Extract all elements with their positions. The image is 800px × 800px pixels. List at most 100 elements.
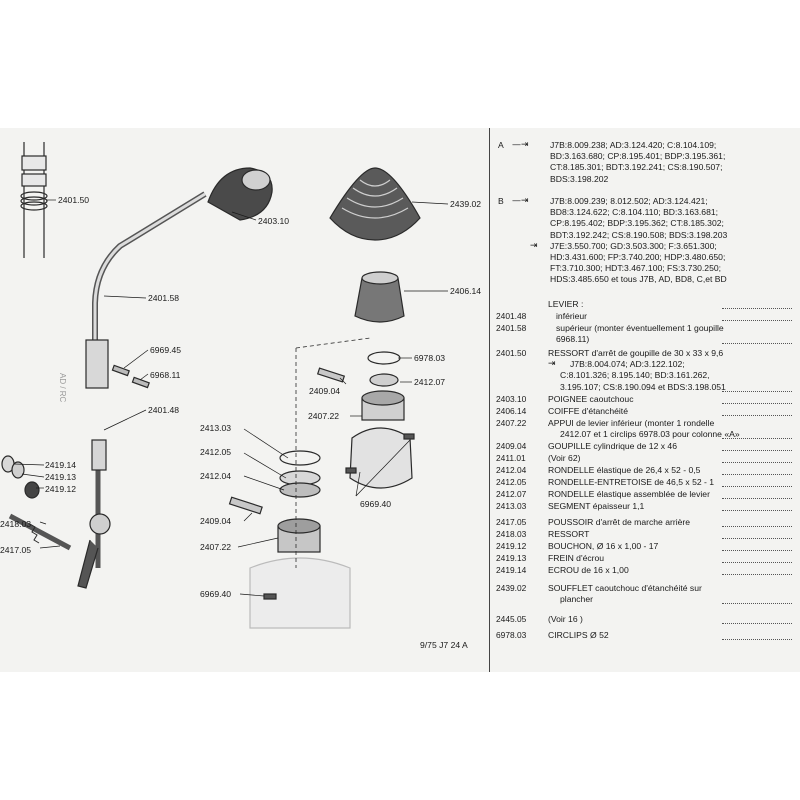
dotted-leader — [722, 415, 792, 416]
dotted-leader — [722, 438, 792, 440]
diagram-labels: 2401.50 2403.10 2401.58 6969.45 6968.11 … — [0, 195, 481, 650]
variant-line: J7B:8.009.238; AD:3.124.420; C:8.104.109… — [550, 140, 717, 150]
label-2406-14: 2406.14 — [450, 286, 481, 296]
part-number: 2412.04 — [496, 465, 527, 475]
part-description: RONDELLE élastique assemblée de levier — [548, 489, 710, 499]
pins-6969-45-6968-11 — [111, 364, 150, 389]
part-number: 2409.04 — [496, 441, 527, 451]
dotted-leader — [722, 574, 792, 575]
label-6969-40-right: 6969.40 — [360, 499, 391, 509]
washer-2412-07 — [369, 373, 399, 387]
part-number: 2419.12 — [496, 541, 527, 551]
part-number: 6978.03 — [496, 630, 527, 640]
dotted-leader — [722, 526, 792, 527]
label-6978-03: 6978.03 — [414, 353, 445, 363]
dotted-leader — [722, 623, 792, 624]
label-2412-04: 2412.04 — [200, 471, 231, 481]
part-number: 2403.10 — [496, 394, 527, 404]
part-description: J7B:8.004.074; AD:3.122.102; — [570, 359, 685, 370]
part-number: 2413.03 — [496, 501, 527, 511]
label-2412-05: 2412.05 — [200, 447, 231, 457]
label-2417-05: 2417.05 — [0, 545, 31, 555]
variant-line: BD8:3.124.622; C:8.104.110; BD:3.163.681… — [550, 207, 719, 218]
dotted-leader — [722, 498, 792, 499]
pin-2409-04-right — [316, 367, 346, 383]
part-description: supérieur (monter éventuellement 1 goupi… — [556, 323, 724, 333]
circlip-6978-03 — [367, 351, 401, 365]
label-2419-13: 2419.13 — [45, 472, 76, 482]
variant-line: CP:8.195.402; BDP:3.195.362; CT:8.185.30… — [550, 218, 724, 229]
part-description: CIRCLIPS Ø 52 — [548, 630, 609, 640]
part-number: 2401.58 — [496, 323, 527, 333]
part-description: POIGNEE caoutchouc — [548, 394, 634, 404]
washers-2412-05-2412-04 — [279, 470, 321, 498]
knob-2403-10 — [207, 167, 273, 221]
variant-line: BD:3.163.680; CP:8.195.401; BDP:3.195.36… — [550, 151, 726, 162]
part-description: ECROU de 16 x 1,00 — [548, 565, 629, 575]
reverse-pusher-2417-05 — [8, 513, 72, 551]
part-description: POUSSOIR d'arrêt de marche arrière — [548, 517, 691, 527]
label-2407-22-right: 2407.22 — [308, 411, 339, 421]
dotted-leader — [722, 403, 792, 404]
variant-line: J7B:8.009.239; 8.012.502; AD:3.124.421; — [550, 196, 708, 206]
spring-2401-50 — [20, 191, 48, 211]
arrow-icon: —⇥ — [512, 196, 529, 206]
side-text: AD / RC — [58, 373, 67, 403]
support-2407-22-left — [277, 518, 321, 553]
part-description: SEGMENT épaisseur 1,1 — [548, 501, 645, 511]
dotted-leader — [722, 320, 792, 321]
variant-line: CT:8.185.301; BDT:3.192.241; CS:8.190.50… — [550, 162, 723, 173]
dotted-leader — [722, 450, 792, 451]
part-description: RONDELLE élastique de 26,4 x 52 - 0,5 — [548, 465, 701, 475]
label-2401-50: 2401.50 — [58, 195, 89, 205]
label-2419-14: 2419.14 — [45, 460, 76, 470]
part-number: 2419.14 — [496, 565, 527, 575]
dotted-leader — [722, 390, 792, 392]
part-description: APPUI de levier inférieur (monter 1 rond… — [548, 418, 715, 428]
part-number: 2419.13 — [496, 553, 527, 563]
seal-cap-2406-14 — [354, 271, 405, 323]
variant-marker: B — [498, 196, 504, 206]
dotted-leader — [722, 550, 792, 551]
dotted-leader — [722, 474, 792, 475]
variant-line: FT:3.710.300; HDT:3.467.100; FS:3.730.25… — [550, 263, 722, 274]
nut-group-2419 — [1, 455, 40, 499]
reference-code: 9/75 J7 24 A — [420, 640, 468, 650]
part-description: C:8.101.326; 8.195.140; BD:3.161.262, — [560, 370, 710, 381]
shift-rod-top — [21, 142, 47, 258]
part-description: FREIN d'écrou — [548, 553, 605, 563]
dotted-leader — [722, 486, 792, 487]
dotted-leader — [722, 538, 792, 539]
variant-line: J7E:3.550.700; GD:3.503.300; F:3.651.300… — [550, 240, 717, 251]
dotted-leader — [722, 562, 792, 563]
parts-list-column: A—⇥J7B:8.009.238; AD:3.124.420; C:8.104.… — [490, 128, 800, 672]
part-number: 2417.05 — [496, 517, 527, 527]
part-description: RESSORT — [548, 529, 590, 539]
dotted-leader — [722, 603, 792, 605]
part-number: 2401.48 — [496, 311, 527, 321]
part-description: plancher — [560, 594, 593, 605]
dotted-leader — [722, 462, 792, 463]
part-number: 2412.07 — [496, 489, 527, 499]
label-2418-03: 2418.03 — [0, 519, 31, 529]
arrow-icon: ⇥ — [530, 240, 538, 251]
part-description: GOUPILLE cylindrique de 12 x 46 — [548, 441, 677, 451]
part-number: 2401.50 — [496, 348, 527, 358]
part-description: 3.195.107; CS:8.190.094 et BDS:3.198.051 — [560, 381, 726, 392]
label-6968-11: 6968.11 — [150, 370, 181, 380]
arrow-icon: —⇥ — [512, 140, 529, 150]
part-description: RONDELLE-ENTRETOISE de 46,5 x 52 - 1 — [548, 477, 715, 487]
column-divider — [489, 128, 490, 672]
variant-line: HDS:3.485.650 et tous J7B, AD, BD8, C,et… — [550, 274, 727, 285]
segment-2413-03 — [279, 450, 321, 466]
label-2439-02: 2439.02 — [450, 199, 481, 209]
pin-2409-04-left — [228, 496, 263, 515]
label-2401-58: 2401.58 — [148, 293, 179, 303]
label-2409-04-right: 2409.04 — [309, 386, 340, 396]
rubber-boot-2439-02 — [329, 167, 421, 241]
part-number: 2418.03 — [496, 529, 527, 539]
catalog-page: 2401.50 2403.10 2401.58 6969.45 6968.11 … — [0, 128, 800, 672]
part-number: 2445.05 — [496, 614, 527, 624]
label-2419-12: 2419.12 — [45, 484, 76, 494]
part-number: 2407.22 — [496, 418, 527, 428]
